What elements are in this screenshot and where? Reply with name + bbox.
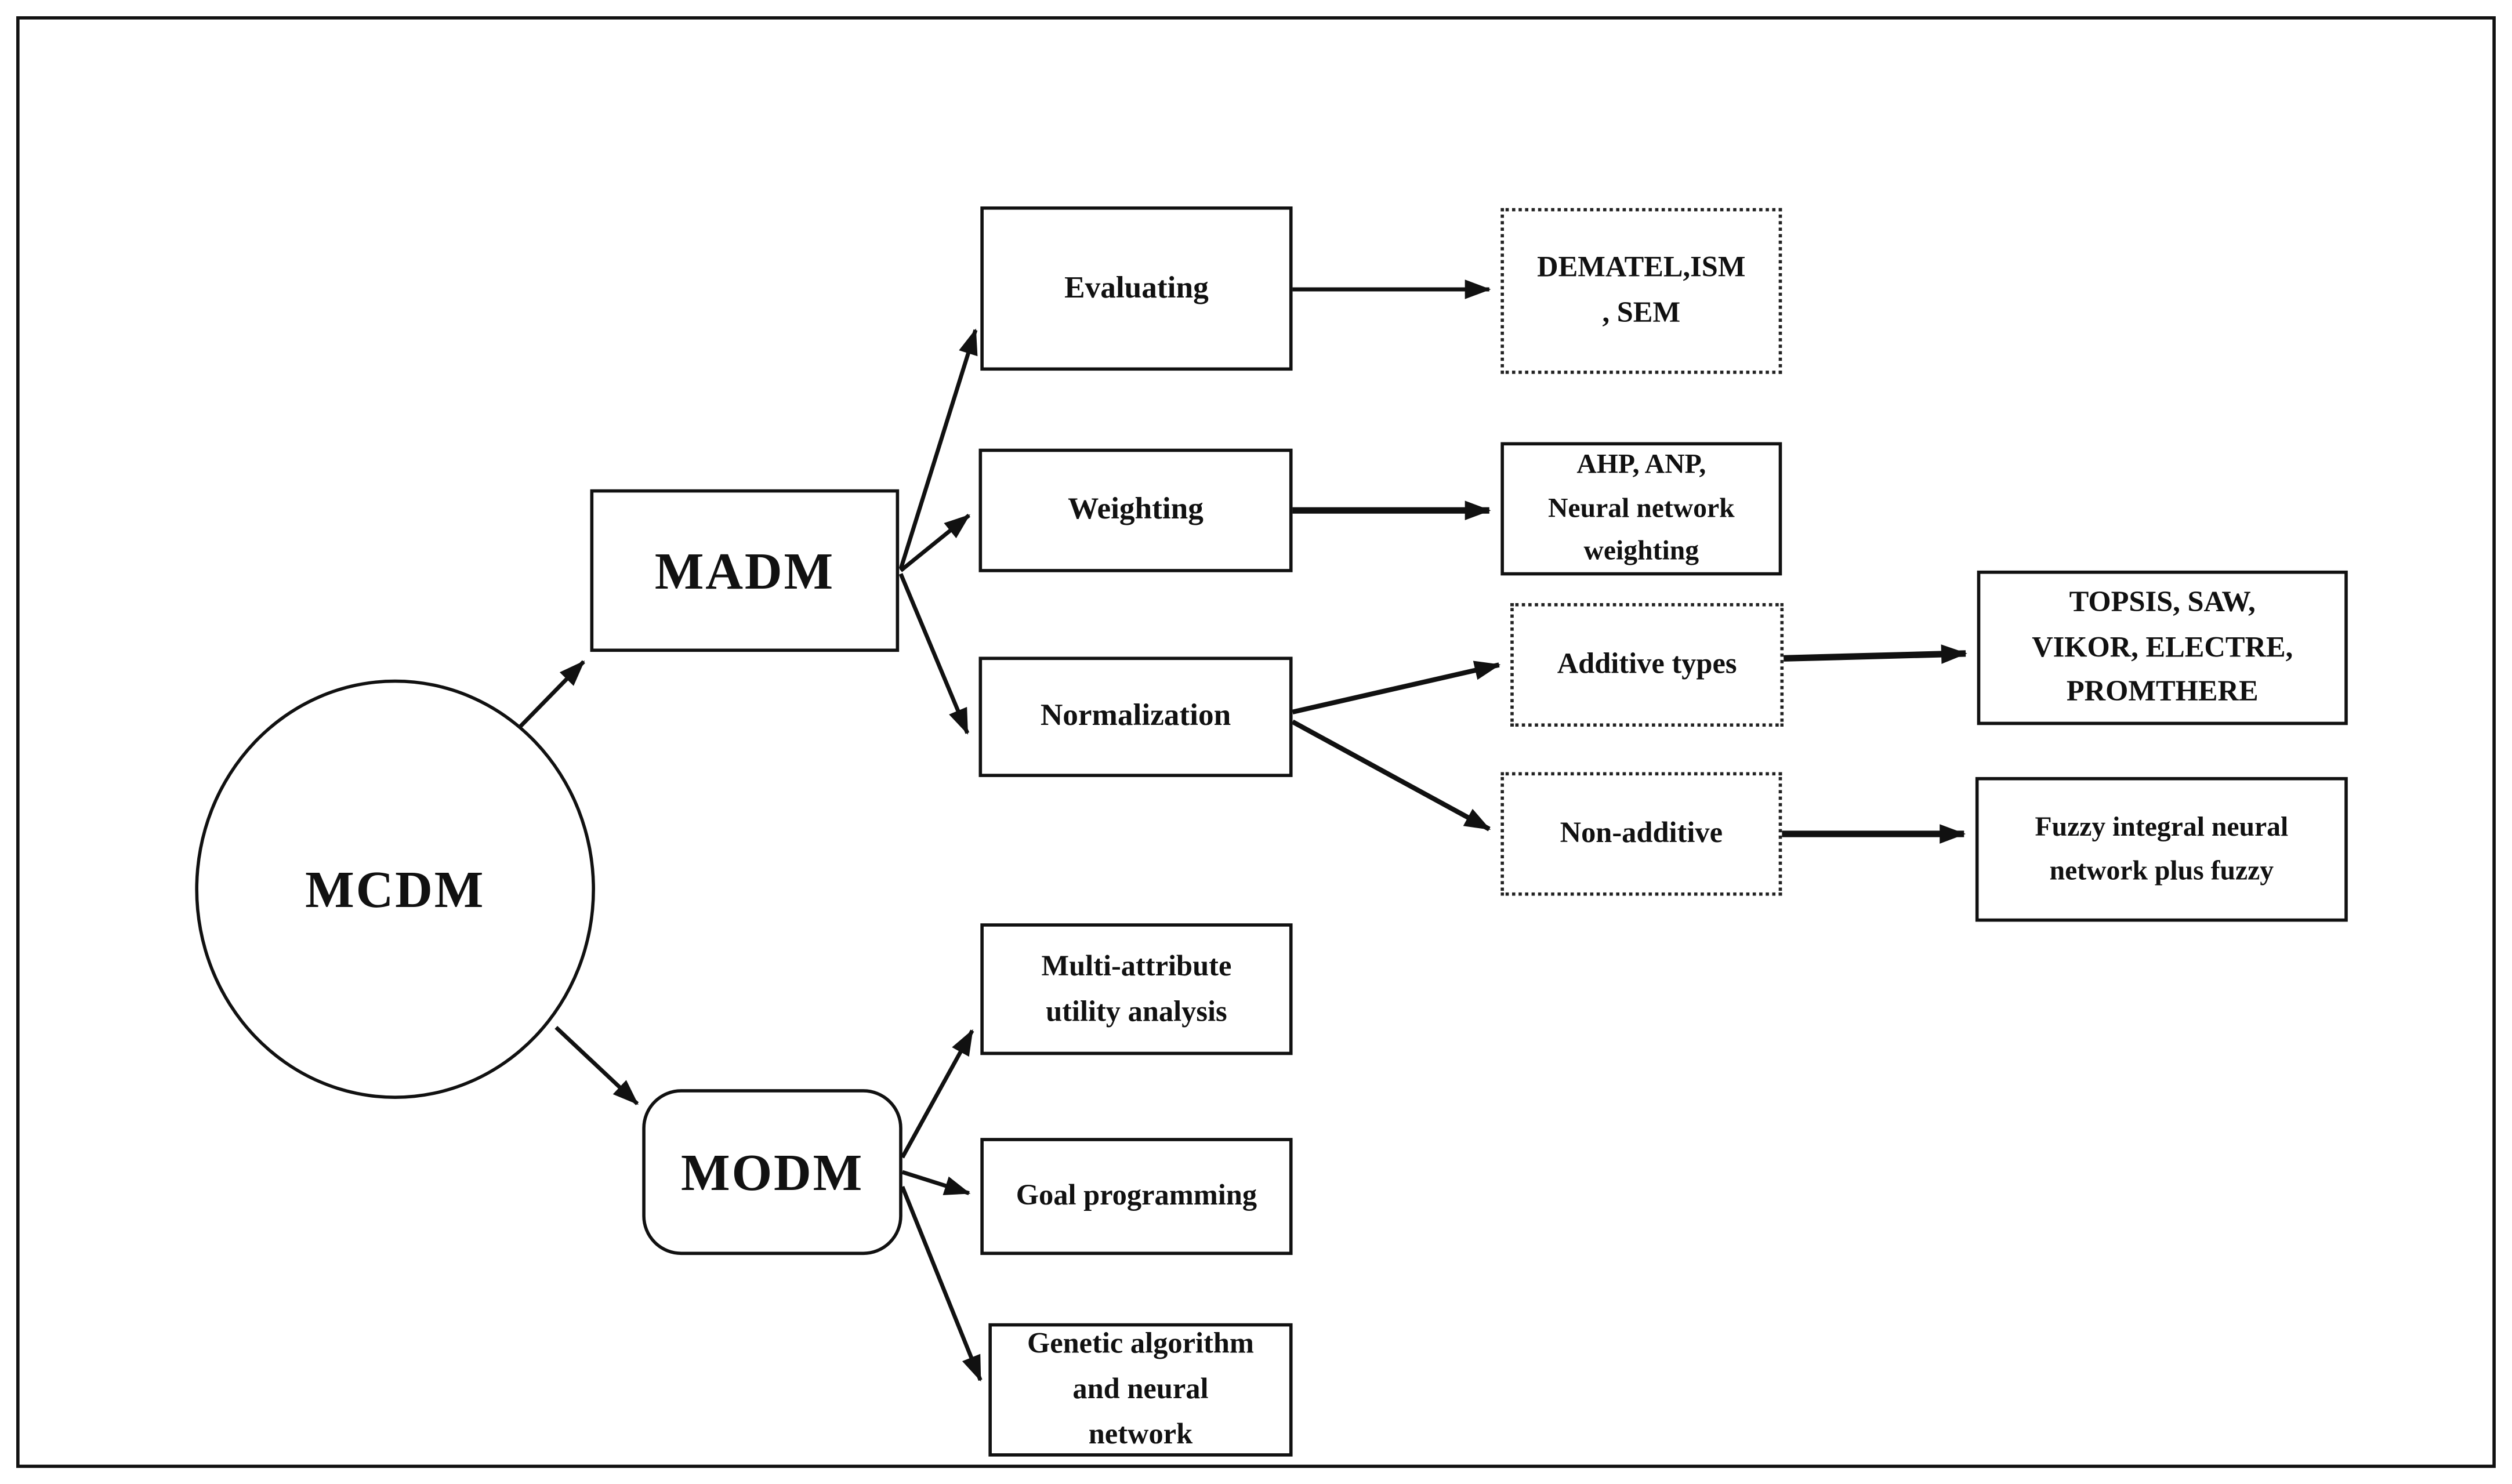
node-weighting: Weighting	[978, 448, 1293, 572]
node-mcdm: MCDM	[195, 679, 595, 1099]
node-normalization-label: Normalization	[1040, 699, 1231, 734]
node-multiattr-label: Multi-attribute utility analysis	[1041, 948, 1232, 1027]
node-goal-programming: Goal programming	[980, 1138, 1293, 1256]
node-dematel-ism-sem: DEMATEL,ISM , SEM	[1500, 208, 1782, 374]
node-topsis-saw-vikor: TOPSIS, SAW, VIKOR, ELECTRE, PROMTHERE	[1977, 570, 2348, 725]
node-madm: MADM	[590, 489, 900, 652]
node-additive-label: Additive types	[1557, 647, 1737, 680]
node-nonadditive-label: Non-additive	[1560, 816, 1723, 849]
node-additive-types: Additive types	[1510, 603, 1784, 727]
node-evaluating: Evaluating	[980, 206, 1293, 371]
node-genetic-label: Genetic algorithm and neural network	[1027, 1326, 1254, 1450]
node-mcdm-label: MCDM	[305, 859, 485, 918]
node-evaluating-label: Evaluating	[1064, 270, 1209, 305]
node-madm-label: MADM	[654, 540, 835, 599]
node-fuzzy-label: Fuzzy integral neural network plus fuzzy	[2035, 811, 2289, 886]
node-genetic-algorithm: Genetic algorithm and neural network	[988, 1323, 1293, 1457]
node-topsis-label: TOPSIS, SAW, VIKOR, ELECTRE, PROMTHERE	[2032, 585, 2293, 708]
node-multi-attribute-utility: Multi-attribute utility analysis	[980, 923, 1293, 1055]
node-modm: MODM	[642, 1089, 902, 1256]
node-dematel-label: DEMATEL,ISM , SEM	[1537, 250, 1746, 329]
node-ahp-anp: AHP, ANP, Neural network weighting	[1500, 442, 1782, 576]
node-normalization: Normalization	[978, 656, 1293, 777]
node-non-additive: Non-additive	[1500, 772, 1782, 896]
node-fuzzy-integral: Fuzzy integral neural network plus fuzzy	[1975, 777, 2348, 922]
node-goal-label: Goal programming	[1016, 1178, 1257, 1211]
node-modm-label: MODM	[680, 1142, 864, 1201]
node-ahp-label: AHP, ANP, Neural network weighting	[1547, 449, 1735, 566]
node-weighting-label: Weighting	[1068, 492, 1204, 527]
